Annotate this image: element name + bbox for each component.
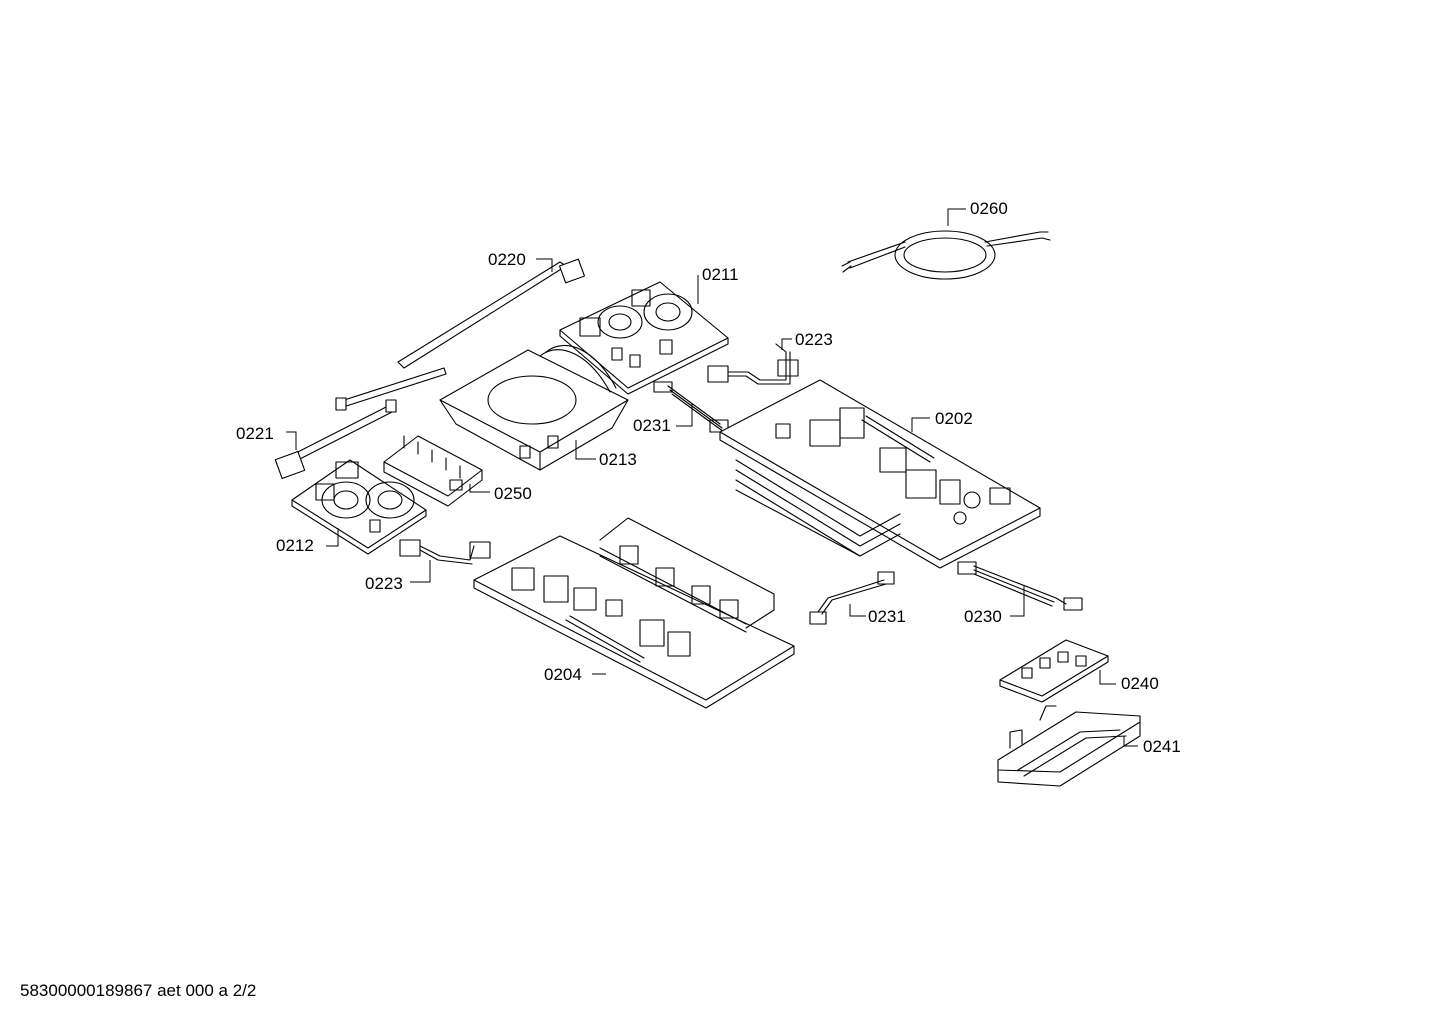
callout-0202: 0202 [935,409,973,428]
leader-lines [286,208,1138,747]
part-0231-harness-bottom [809,571,895,625]
callout-0223-top: 0223 [795,330,833,349]
callout-0221: 0221 [236,424,274,443]
callout-0204: 0204 [544,665,582,684]
callout-0250: 0250 [494,484,532,503]
callout-0231-top: 0231 [633,416,671,435]
part-0230-ribbon-harness [957,561,1083,611]
callout-0241: 0241 [1143,737,1181,756]
part-0220-cable-rod [335,258,586,411]
part-0241-carrier-frame [997,705,1141,787]
part-0250-terminal-block [383,435,483,507]
part-0221-cable-rod [274,399,397,480]
part-0212-filter-board [291,459,427,555]
callout-0220: 0220 [488,250,526,269]
callout-0230: 0230 [964,607,1002,626]
part-0223-harness-top [707,343,799,385]
callout-0260: 0260 [970,199,1008,218]
callout-0212: 0212 [276,536,314,555]
callout-0240: 0240 [1121,674,1159,693]
part-0202-power-board [719,379,1041,569]
part-0240-control-board [999,639,1109,703]
callout-0231-bottom: 0231 [868,607,906,626]
part-0223-harness-bottom [399,539,491,565]
callout-0213: 0213 [599,450,637,469]
callout-0223-bottom: 0223 [365,574,403,593]
callout-labels: 0260 0220 0211 0223 0202 0221 0231 0213 … [236,199,1181,756]
part-0231-harness-top [653,381,729,433]
part-0204-power-board [473,517,795,709]
callout-0211: 0211 [702,265,739,284]
part-0260-power-cable [841,230,1051,280]
part-0213-induction-coil [439,344,629,471]
document-id-footer: 58300000189867 aet 000 a 2/2 [20,981,257,1000]
part-0211-filter-board [559,281,729,395]
